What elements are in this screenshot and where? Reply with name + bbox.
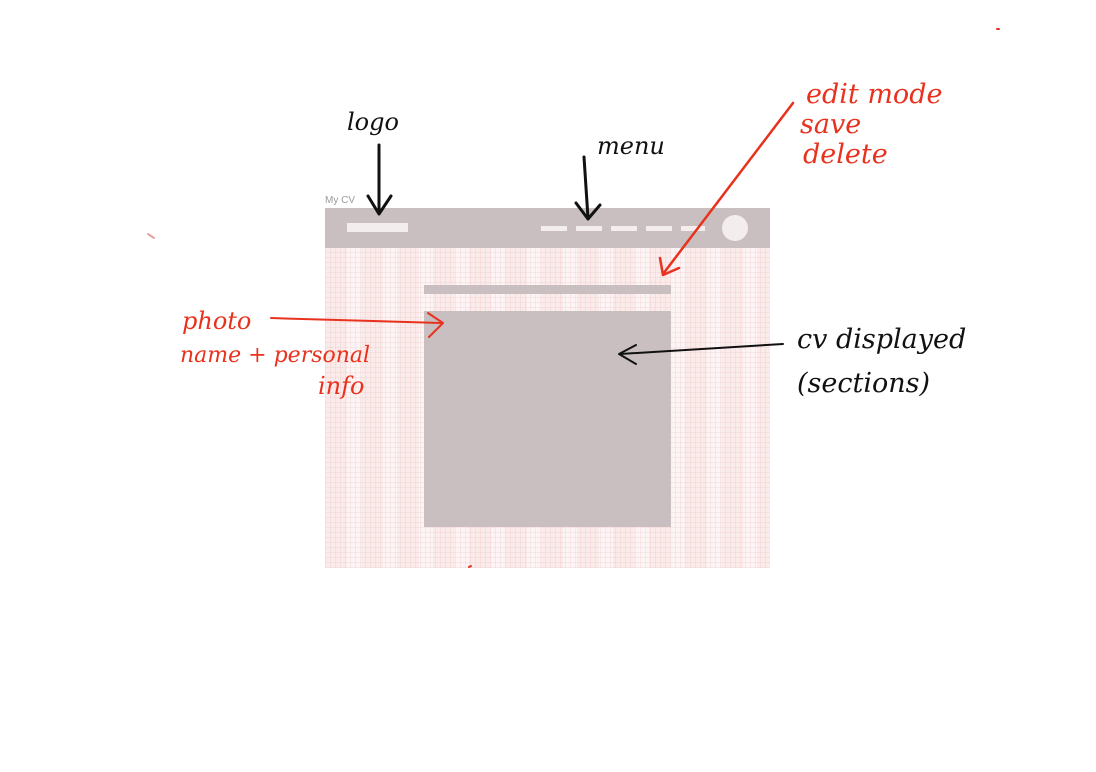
menu-annotation: menu	[597, 132, 665, 160]
photo-arrow	[270, 312, 444, 338]
name-personal-annotation: name + personal	[180, 343, 370, 368]
header-bar	[325, 208, 770, 248]
logo-arrow	[366, 143, 393, 216]
menu-item-placeholder	[576, 226, 602, 231]
edit-mode-arrow	[658, 101, 795, 277]
info-annotation: info	[318, 372, 364, 400]
menu-item-placeholder	[611, 226, 637, 231]
wireframe-frame	[325, 208, 770, 568]
stray-mark	[468, 565, 472, 568]
stray-mark	[147, 233, 155, 239]
delete-annotation: delete	[803, 139, 888, 170]
photo-annotation: photo	[182, 307, 251, 335]
avatar-placeholder	[722, 215, 748, 241]
logo-annotation: logo	[347, 108, 399, 136]
edit-toolbar-placeholder	[424, 285, 671, 294]
cv-displayed-annotation: cv displayed	[797, 324, 966, 355]
sections-annotation: (sections)	[797, 368, 930, 399]
menu-item-placeholder	[681, 226, 705, 231]
menu-item-placeholder	[541, 226, 567, 231]
menu-item-placeholder	[646, 226, 672, 231]
edit-mode-annotation: edit mode	[806, 79, 942, 110]
frame-title: My CV	[325, 195, 355, 206]
save-annotation: save	[800, 109, 861, 140]
cv-displayed-arrow	[618, 343, 784, 365]
cv-content-placeholder	[424, 311, 671, 527]
menu-arrow	[574, 155, 602, 221]
logo-placeholder	[347, 223, 408, 232]
